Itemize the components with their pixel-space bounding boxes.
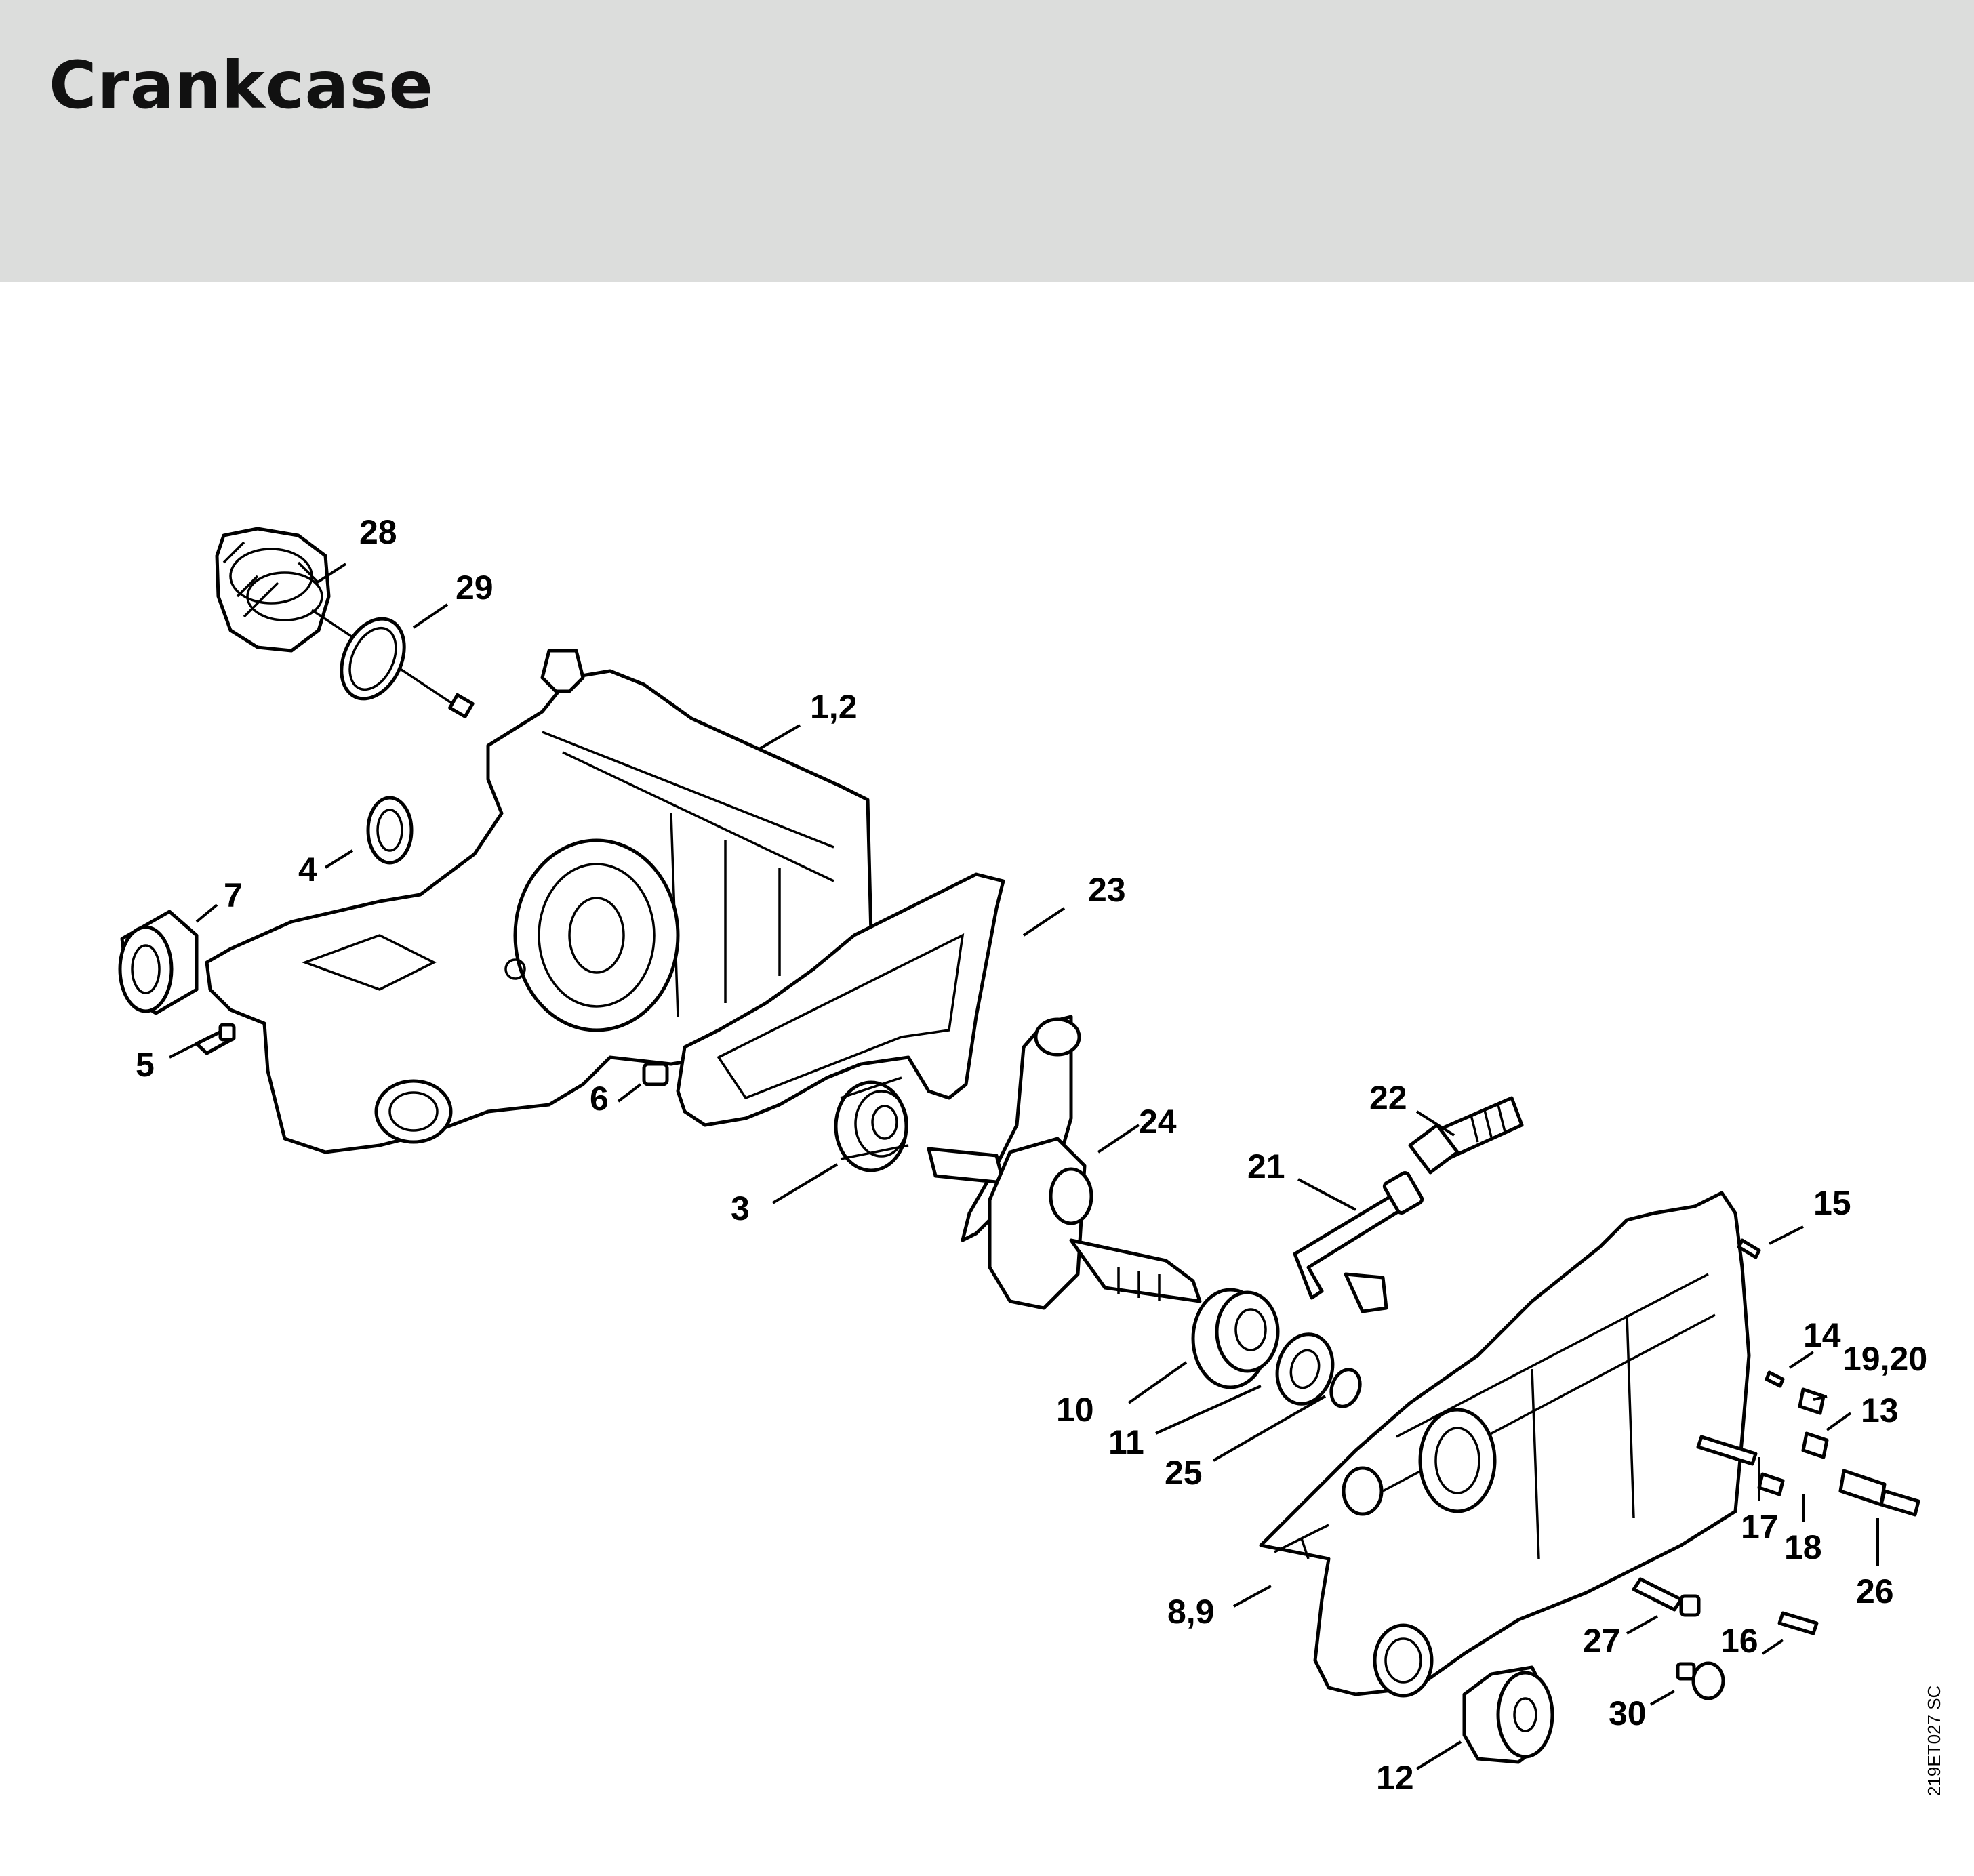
part-17-pin	[1696, 1435, 1758, 1466]
callout-25: 25	[1165, 1454, 1203, 1492]
part-28-oil-pump	[215, 527, 475, 718]
callout-15: 15	[1813, 1184, 1851, 1222]
part-25-circlip	[1329, 1368, 1362, 1408]
callout-1-2: 1,2	[810, 688, 858, 726]
part-12-annular-buffer	[1462, 1665, 1554, 1764]
part-22-plug	[1408, 1096, 1524, 1175]
callout-12: 12	[1376, 1759, 1414, 1797]
part-21-tube	[1293, 1171, 1424, 1313]
callout-13: 13	[1861, 1391, 1899, 1429]
callout-23: 23	[1088, 871, 1126, 909]
part-6-sleeve	[642, 1062, 669, 1086]
part-4-oil-seal	[366, 796, 414, 865]
part-29-o-ring	[340, 617, 406, 701]
part-8-9-crankcase-half	[1259, 1191, 1751, 1698]
callout-17: 17	[1741, 1508, 1779, 1546]
callout-11: 11	[1108, 1423, 1144, 1461]
callout-21: 21	[1247, 1147, 1285, 1185]
part-27-screw	[1632, 1577, 1701, 1617]
page-title: Crankcase	[49, 47, 434, 123]
part-10-ball-bearing	[1191, 1288, 1280, 1389]
part-16-pin	[1777, 1611, 1819, 1635]
part-23-gasket	[676, 872, 1005, 1127]
callout-16: 16	[1720, 1622, 1758, 1660]
callout-10: 10	[1056, 1391, 1094, 1429]
callout-6: 6	[590, 1080, 609, 1118]
part-19-20-bolt	[1798, 1387, 1826, 1415]
part-18-pin	[1757, 1472, 1785, 1496]
callout-5: 5	[136, 1046, 155, 1084]
part-30-buffer	[1676, 1661, 1725, 1700]
part-26-stud	[1838, 1469, 1920, 1517]
callout-18: 18	[1784, 1528, 1822, 1566]
callout-7: 7	[224, 876, 243, 914]
part-7-buffer	[118, 910, 199, 1015]
drawing-code: 219ET027 SC	[1924, 1686, 1944, 1796]
callout-8-9: 8,9	[1167, 1593, 1215, 1631]
part-3-ball-bearing	[834, 1076, 909, 1172]
part-14-screw	[1765, 1370, 1785, 1388]
part-15-screw	[1737, 1238, 1761, 1259]
part-24-crankshaft	[927, 1015, 1202, 1310]
callout-29: 29	[456, 569, 494, 607]
callout-3: 3	[731, 1189, 750, 1227]
callout-22: 22	[1369, 1079, 1407, 1117]
callout-28: 28	[359, 513, 397, 551]
part-13-nut	[1801, 1431, 1829, 1459]
callout-26: 26	[1856, 1572, 1894, 1610]
leader-lines	[169, 563, 1879, 1770]
callout-27: 27	[1583, 1622, 1621, 1660]
callout-4: 4	[298, 851, 317, 889]
part-5-screw	[195, 1023, 236, 1055]
part-1-2-crankcase-half	[205, 649, 873, 1154]
callout-labels: 28 29 1,2 4 7 23 5 6 24 22 3 21 15 14 19…	[136, 513, 1927, 1797]
part-11-washer	[1275, 1332, 1335, 1406]
header-band: Crankcase	[0, 0, 1974, 282]
callout-30: 30	[1609, 1694, 1647, 1732]
callout-19-20: 19,20	[1842, 1340, 1927, 1378]
callout-24: 24	[1139, 1103, 1177, 1141]
callout-14: 14	[1803, 1316, 1841, 1354]
